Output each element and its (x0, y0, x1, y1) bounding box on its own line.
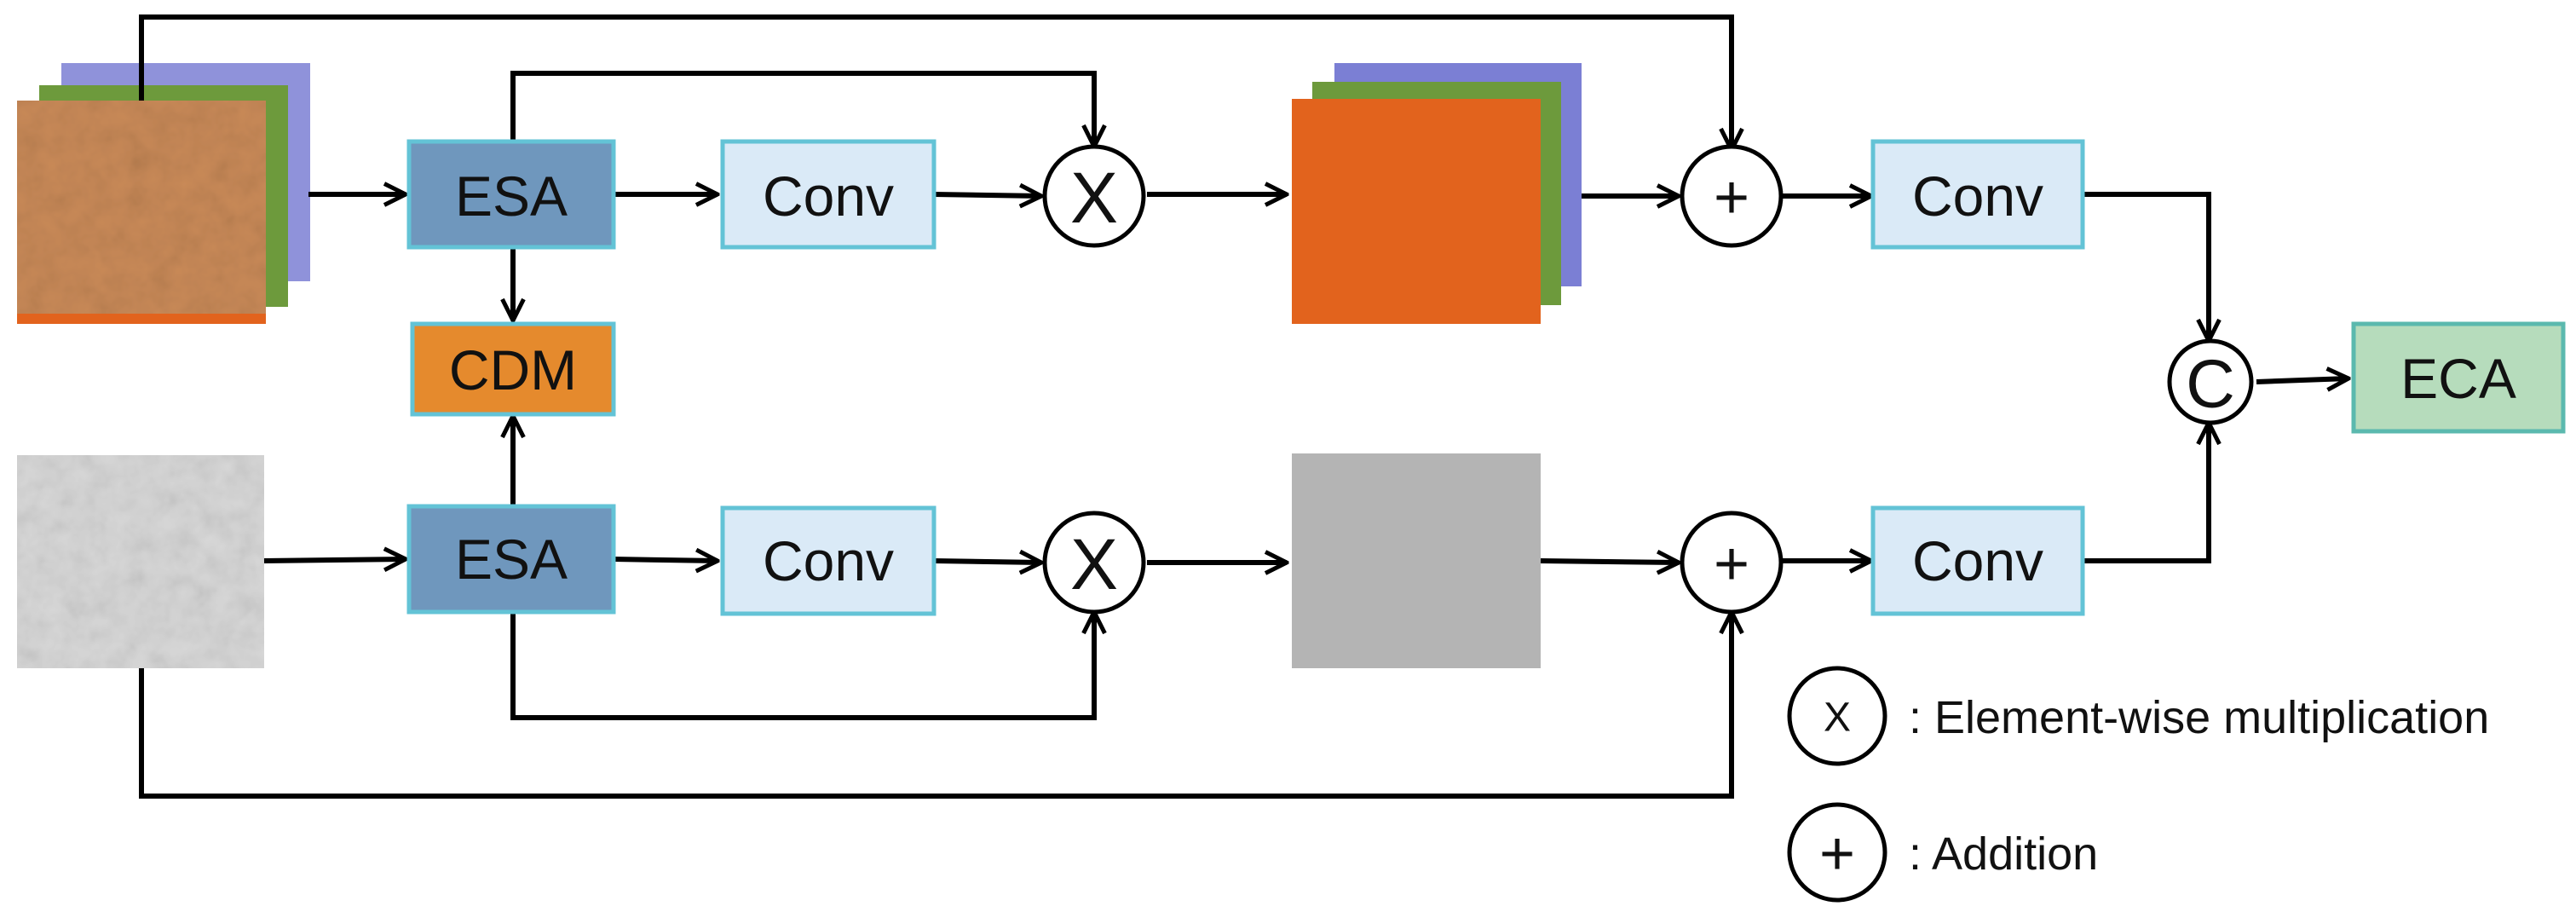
conv-block-bottom-1-box (720, 505, 936, 616)
add-op-top-label: + (1714, 164, 1749, 232)
rgb-input-bottom-band (17, 314, 266, 324)
eca-block-label: ECA (2400, 347, 2516, 410)
conv-block-top-1: Conv (720, 139, 936, 250)
conv-block-top-2: Conv (1870, 139, 2085, 250)
conv-block-bottom-2-box (1870, 505, 2085, 616)
rgb-input-stack (17, 63, 310, 324)
conv-block-top-1-box (720, 139, 936, 250)
add-op-bottom-circle (1680, 511, 1784, 615)
add-op-bottom: + (1680, 511, 1784, 615)
conv-block-bottom-1: Conv (720, 505, 936, 616)
conv-block-bottom-2: Conv (1870, 505, 2085, 616)
multiply-op-bottom-label: X (1070, 524, 1118, 604)
cdm-block: CDM (410, 321, 616, 417)
legend-addition-text: : Addition (1909, 828, 2098, 880)
multiply-op-top: X (1042, 144, 1146, 248)
conv-block-bottom-1-label: Conv (763, 529, 894, 592)
bottom-skip-connection (139, 612, 1732, 799)
conv-block-top-1-label: Conv (763, 165, 894, 228)
concat-op: C (2167, 338, 2254, 425)
esa-block-bottom-label: ESA (455, 528, 568, 591)
esa-block-bottom-box (406, 504, 616, 615)
add-op-top-circle (1680, 144, 1784, 248)
top-feature-stack (1292, 63, 1582, 324)
legend: X : Element-wise multiplication + : Addi… (1787, 666, 2489, 903)
arrow-feature-to-add-bottom (1540, 561, 1679, 563)
conv-block-top-2-label: Conv (1912, 165, 2043, 228)
gray-input-image (17, 455, 264, 668)
add-op-top: + (1680, 144, 1784, 248)
legend-multiply-symbol: X (1824, 696, 1851, 741)
eca-block-box (2351, 321, 2566, 434)
legend-multiply-text: : Element-wise multiplication (1909, 692, 2489, 743)
arrow-concat-to-eca (2256, 378, 2348, 382)
legend-multiply-circle (1787, 666, 1887, 766)
multiply-op-bottom: X (1042, 511, 1146, 615)
concat-op-circle (2167, 338, 2254, 425)
cdm-block-label: CDM (449, 338, 577, 401)
esa-block-top-box (406, 139, 616, 250)
arrow-esa-to-conv-bottom (613, 559, 717, 561)
rgb-input-photo-texture (17, 101, 266, 324)
arrow-conv-to-concat-bottom (2083, 423, 2209, 563)
add-op-bottom-label: + (1714, 530, 1749, 598)
esa-block-bottom: ESA (406, 504, 616, 615)
bottom-feature-map (1292, 453, 1541, 668)
esa-block-top: ESA (406, 139, 616, 250)
connections (139, 14, 2348, 799)
conv-block-bottom-2-label: Conv (1912, 529, 2043, 592)
multiply-op-top-circle (1042, 144, 1146, 248)
arrow-esa-to-multiply-top (510, 71, 1094, 147)
gray-input-photo-texture (17, 455, 264, 668)
legend-addition-circle (1787, 802, 1887, 903)
multiply-op-top-label: X (1070, 158, 1118, 238)
legend-addition-symbol: + (1819, 820, 1855, 888)
concat-op-label: C (2186, 346, 2235, 422)
conv-block-top-2-box (1870, 139, 2085, 250)
cdm-block-box (410, 321, 616, 417)
arrow-conv-to-multiply-top (933, 194, 1041, 196)
arrow-conv-to-concat-top (2083, 192, 2209, 341)
top-skip-connection (139, 14, 1732, 150)
legend-addition: + : Addition (1787, 802, 2098, 903)
multiply-op-bottom-circle (1042, 511, 1146, 615)
legend-multiply: X : Element-wise multiplication (1787, 666, 2489, 766)
eca-block: ECA (2351, 321, 2566, 434)
arrow-input-to-esa-bottom (263, 559, 406, 561)
top-feature-orange-layer (1292, 99, 1541, 324)
esa-block-top-label: ESA (455, 165, 568, 228)
arrow-conv-to-multiply-bottom (933, 561, 1041, 563)
arrow-esa-to-multiply-bottom (510, 612, 1094, 720)
